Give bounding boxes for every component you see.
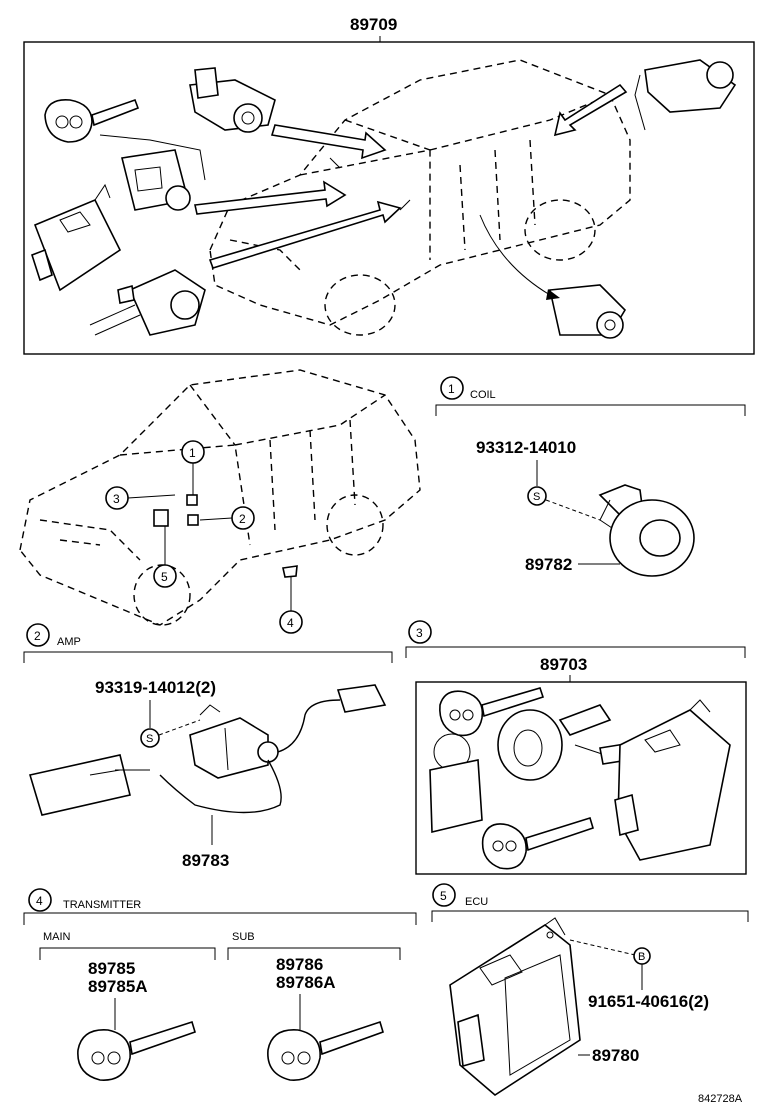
coil-screw-marker: S (533, 491, 540, 503)
part-number-ecu: 89780 (592, 1046, 639, 1065)
main-key-icon (77, 1020, 196, 1081)
callout-5: 5 (161, 570, 168, 584)
part-number-amp: 89783 (182, 851, 229, 870)
key-icon-top (44, 98, 140, 143)
part-number-amp-screw: 93319-14012(2) (95, 678, 216, 697)
transmitter-sub-label: SUB (232, 931, 255, 943)
ignition-cylinder-icon (89, 269, 206, 336)
transmitter-main-label: MAIN (43, 931, 71, 943)
part-number-top-set: 89709 (350, 15, 397, 34)
part-number-main-key-1: 89785 (88, 959, 135, 978)
top-set-frame (23, 41, 755, 355)
ecu-label: ECU (465, 896, 488, 908)
vehicle-outline-middle (19, 369, 421, 626)
arrows-top (194, 83, 628, 300)
ecu-icon-top (31, 183, 122, 292)
section-amp: 2 AMP 93319-14012(2) S 89783 (23, 623, 393, 870)
section-coil: 1 COIL 93312-14010 S 89782 (435, 376, 746, 577)
part-number-coil: 89782 (525, 555, 572, 574)
amp-label: AMP (57, 636, 81, 648)
callout-2: 2 (239, 512, 246, 526)
sub-key-icon (267, 1020, 384, 1081)
top-set-group: 89709 (23, 15, 755, 355)
coil-index: 1 (448, 382, 455, 396)
callouts-middle: 1 2 3 4 5 (105, 440, 303, 634)
figure-id: 842728A (698, 1093, 743, 1105)
section-transmitter: 4 TRANSMITTER MAIN SUB 89785 89785A 8978… (23, 888, 417, 1081)
ecu-bolt-marker: B (638, 951, 645, 963)
part-number-key-set: 89703 (540, 655, 587, 674)
callout-3: 3 (113, 492, 120, 506)
amp-icon (28, 684, 387, 816)
part-number-ecu-bolt: 91651-40616(2) (588, 992, 709, 1011)
door-lock-cylinder-icon (189, 67, 276, 133)
key-set-index: 3 (416, 626, 423, 640)
amp-screw-marker: S (146, 733, 153, 745)
section-key-set: 3 89703 (405, 620, 747, 875)
callout-1: 1 (189, 446, 196, 460)
coil-icon (598, 484, 695, 577)
part-number-coil-screw: 93312-14010 (476, 438, 576, 457)
section-ecu: 5 ECU B 91651-40616(2) 89780 (431, 883, 749, 1096)
door-lock-right-icon (634, 59, 737, 131)
part-number-sub-key-1: 89786 (276, 955, 323, 974)
amplifier-icon-top (99, 134, 206, 211)
transmitter-index: 4 (36, 894, 43, 908)
amp-index: 2 (34, 629, 41, 643)
key-set-frame (415, 681, 747, 875)
lock-cylinder-bottom-icon (549, 284, 627, 339)
transmitter-label: TRANSMITTER (63, 899, 141, 911)
callout-4: 4 (287, 616, 294, 630)
part-number-main-key-2: 89785A (88, 977, 148, 996)
key-set-icons (429, 687, 731, 870)
ecu-index: 5 (440, 889, 447, 903)
ecu-icon (449, 917, 581, 1096)
coil-label: COIL (470, 389, 496, 401)
part-number-sub-key-2: 89786A (276, 973, 336, 992)
